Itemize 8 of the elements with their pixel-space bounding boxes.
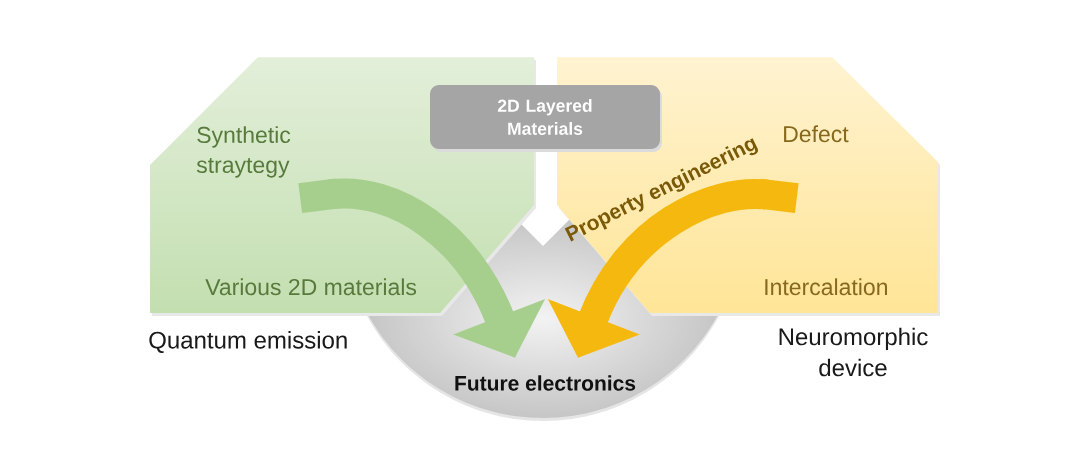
side-label: Neuromorphic device — [779, 327, 928, 377]
arc-label: Future electronics — [455, 375, 636, 391]
panel-label: Various 2D materials — [205, 278, 417, 296]
panel-label: Synthetic straytegy — [196, 126, 291, 178]
panel-label: Intercalation — [765, 278, 887, 296]
title-box: 2D Layered Materials — [430, 85, 662, 152]
panel-label: Defect — [784, 125, 849, 143]
side-label: Quantum emission — [149, 331, 347, 353]
